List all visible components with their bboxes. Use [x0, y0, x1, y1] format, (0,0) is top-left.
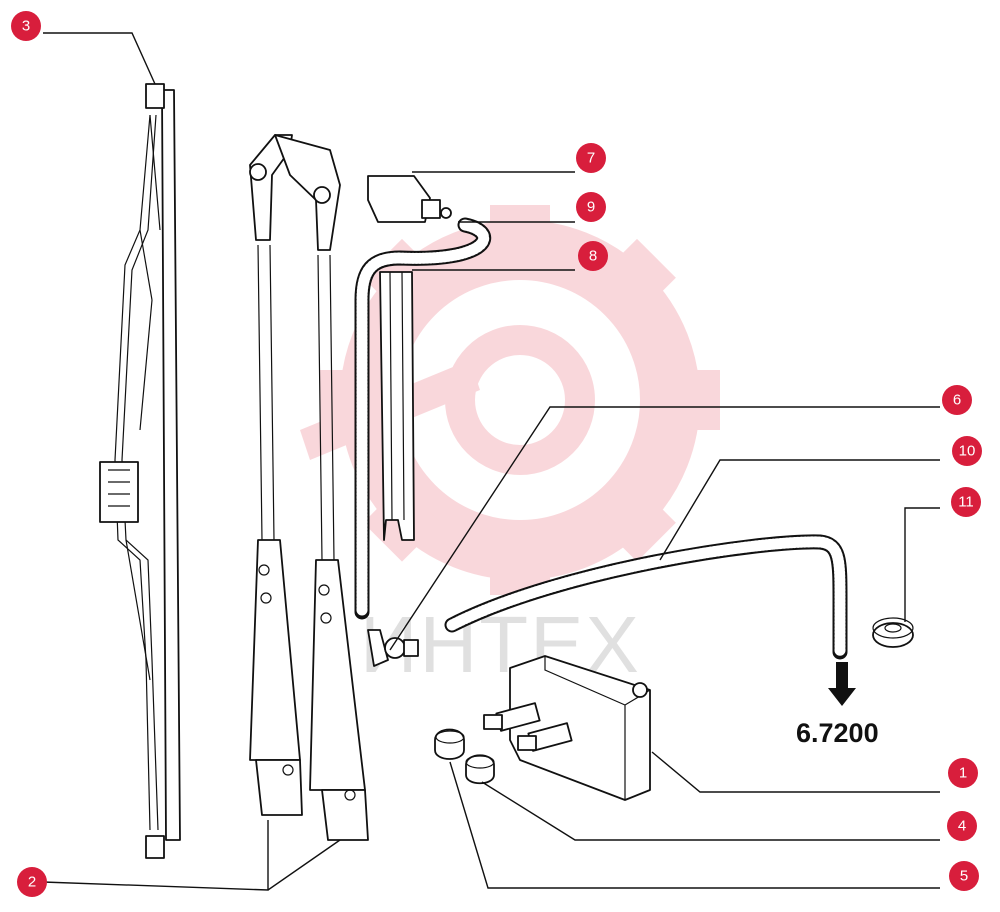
svg-text:4: 4	[958, 818, 966, 835]
svg-text:11: 11	[958, 494, 974, 511]
callout-6: 6	[942, 385, 972, 415]
svg-text:7: 7	[587, 150, 595, 167]
svg-text:2: 2	[28, 874, 36, 891]
svg-text:3: 3	[22, 18, 30, 35]
svg-text:9: 9	[587, 199, 595, 216]
callout-4: 4	[947, 811, 977, 841]
callout-10: 10	[952, 436, 982, 466]
jet-fitting	[367, 629, 419, 667]
washer-tube-long	[354, 217, 492, 620]
svg-text:5: 5	[960, 868, 968, 885]
callout-11: 11	[951, 487, 981, 517]
washer-hose-10	[444, 534, 848, 660]
pump-cap-4	[465, 754, 495, 785]
svg-text:6: 6	[953, 392, 961, 409]
washer-pump	[483, 655, 651, 801]
callout-9: 9	[576, 192, 606, 222]
grommet	[872, 617, 914, 648]
leader-lines	[42, 32, 940, 891]
svg-text:1: 1	[959, 765, 967, 782]
tube-clip-strip	[379, 271, 415, 541]
wiper-arm-right	[249, 134, 369, 841]
pump-cap-5	[434, 728, 465, 760]
wiper-arm-left	[249, 134, 303, 816]
callout-5: 5	[949, 861, 979, 891]
svg-text:8: 8	[589, 248, 597, 265]
reference-arrow	[828, 662, 856, 706]
svg-text:10: 10	[959, 443, 976, 460]
washer-nozzle	[367, 175, 452, 223]
watermark-gear-logo	[300, 205, 720, 595]
reference-code: 6.7200	[796, 718, 879, 748]
wiper-blade	[99, 83, 181, 859]
callout-8: 8	[578, 241, 608, 271]
callout-1: 1	[948, 758, 978, 788]
callout-7: 7	[576, 143, 606, 173]
callout-3: 3	[11, 11, 41, 41]
callout-2: 2	[17, 867, 47, 897]
